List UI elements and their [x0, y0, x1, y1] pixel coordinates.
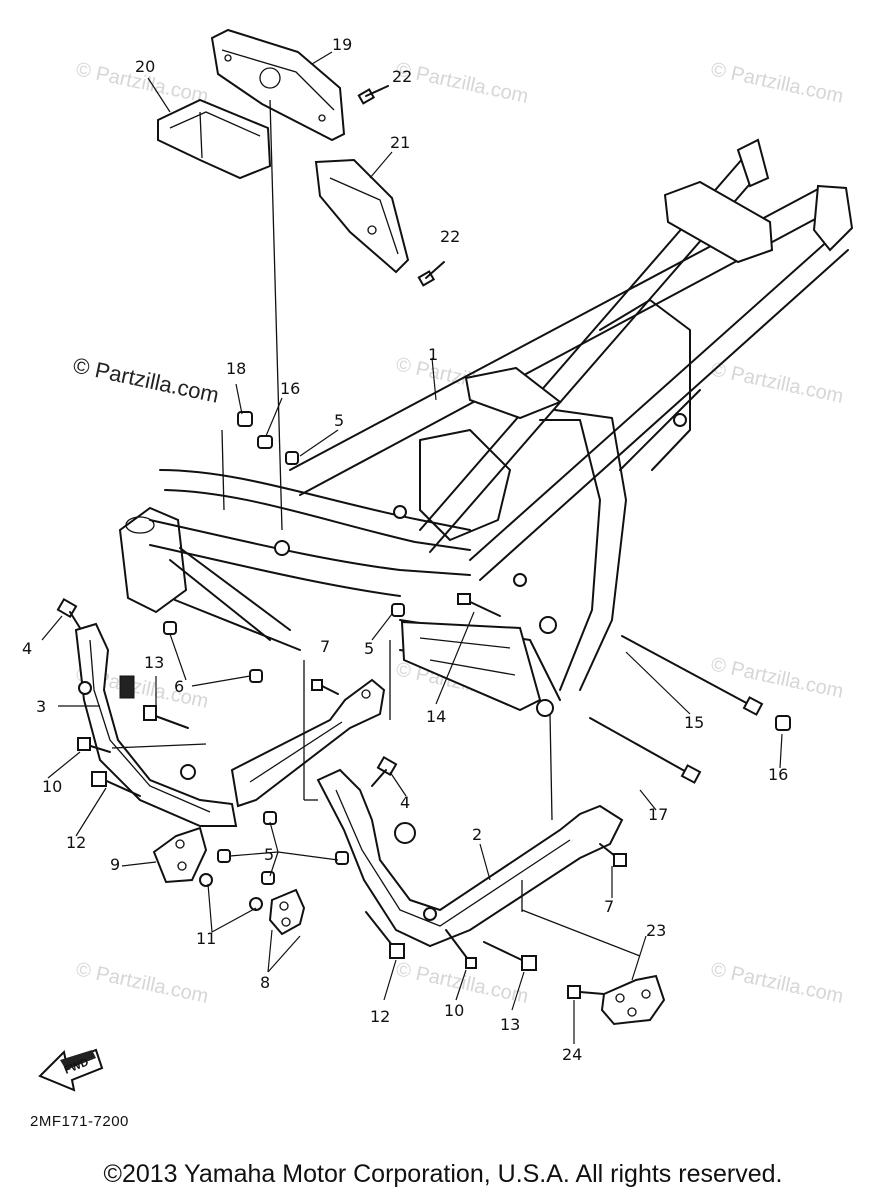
callout-16-right: 16 [768, 765, 788, 784]
fasteners [56, 411, 791, 999]
callout-17: 17 [648, 805, 668, 824]
bolt-15 [621, 635, 764, 716]
callout-5-mid: 5 [364, 639, 374, 658]
callout-10-right: 10 [444, 1001, 464, 1020]
callout-23: 23 [646, 921, 666, 940]
downtube-2 [316, 768, 624, 948]
callout-7-right: 7 [604, 897, 614, 916]
bracket-23 [600, 974, 666, 1026]
callout-13-right: 13 [500, 1015, 520, 1034]
callout-leaders [41, 51, 783, 1044]
diagram-code: 2MF171-7200 [30, 1113, 129, 1130]
fwd-arrow-icon: FWD [38, 1048, 104, 1092]
downtube-3 [74, 622, 238, 827]
cover-19 [210, 28, 346, 142]
cover-20 [157, 98, 272, 180]
bracket-9 [152, 826, 208, 884]
callout-5-upper: 5 [334, 411, 344, 430]
crossbar [230, 678, 386, 808]
callout-2: 2 [472, 825, 482, 844]
bracket-8 [268, 888, 306, 936]
reference-lines [111, 99, 641, 957]
callout-5-lower: 5 [264, 845, 274, 864]
callout-3: 3 [36, 697, 46, 716]
watermark: © Partzilla.com [709, 358, 845, 408]
callout-7-upper: 7 [320, 637, 330, 656]
callout-1: 1 [428, 345, 438, 364]
callout-22-lower: 22 [440, 227, 460, 246]
callout-12-right: 12 [370, 1007, 390, 1026]
callout-11: 11 [196, 929, 216, 948]
callout-21: 21 [390, 133, 410, 152]
callout-22-upper: 22 [392, 67, 412, 86]
callout-4-left: 4 [22, 639, 32, 658]
callout-14: 14 [426, 707, 446, 726]
callout-8: 8 [260, 973, 270, 992]
callout-18: 18 [226, 359, 246, 378]
callout-24: 24 [562, 1045, 582, 1064]
watermark: © Partzilla.com [709, 958, 845, 1008]
callout-4-right: 4 [400, 793, 410, 812]
callout-15: 15 [684, 713, 704, 732]
callout-20: 20 [135, 57, 155, 76]
callout-9: 9 [110, 855, 120, 874]
bolt-22-lower [417, 261, 445, 287]
cover-21 [314, 158, 410, 274]
watermark: © Partzilla.com [709, 58, 845, 108]
callout-16-upper: 16 [280, 379, 300, 398]
bolt-14 [457, 593, 501, 617]
watermark: © Partzilla.com [709, 653, 845, 703]
watermark: © Partzilla.com [74, 958, 210, 1008]
copyright-notice: ©2013 Yamaha Motor Corporation, U.S.A. A… [103, 1160, 783, 1188]
callout-10-left: 10 [42, 777, 62, 796]
watermark: © Partzilla.com [394, 58, 530, 108]
bolt-17 [589, 717, 702, 784]
callout-labels: 19 20 22 21 22 1 18 16 5 4 7 5 6 13 3 14… [22, 35, 788, 1064]
callout-6: 6 [174, 677, 184, 696]
callout-12-left: 12 [66, 833, 86, 852]
watermark-prominent: © Partzilla.com [71, 352, 221, 407]
callout-13-left: 13 [144, 653, 164, 672]
callout-19: 19 [332, 35, 352, 54]
bolt-22-upper [357, 85, 389, 105]
main-frame [118, 138, 854, 717]
